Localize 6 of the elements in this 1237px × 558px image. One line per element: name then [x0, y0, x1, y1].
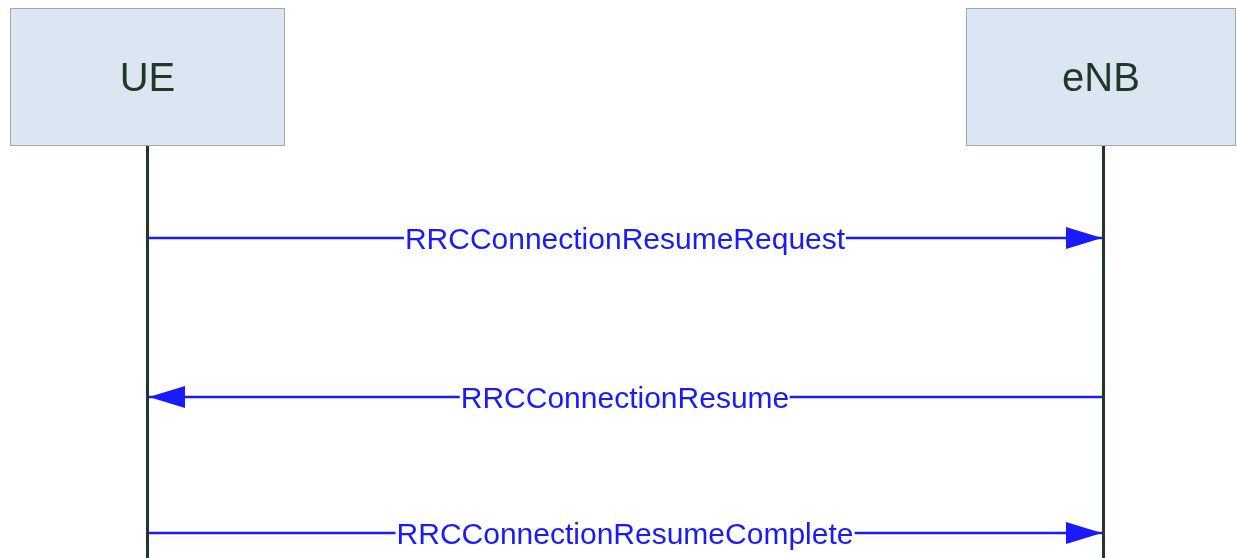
- participant-label: eNB: [1062, 54, 1140, 100]
- participant-box: [966, 8, 1236, 146]
- participant-label: UE: [119, 54, 176, 100]
- lifeline: [146, 146, 149, 558]
- lifeline: [1102, 146, 1105, 558]
- participant-box: [10, 8, 285, 146]
